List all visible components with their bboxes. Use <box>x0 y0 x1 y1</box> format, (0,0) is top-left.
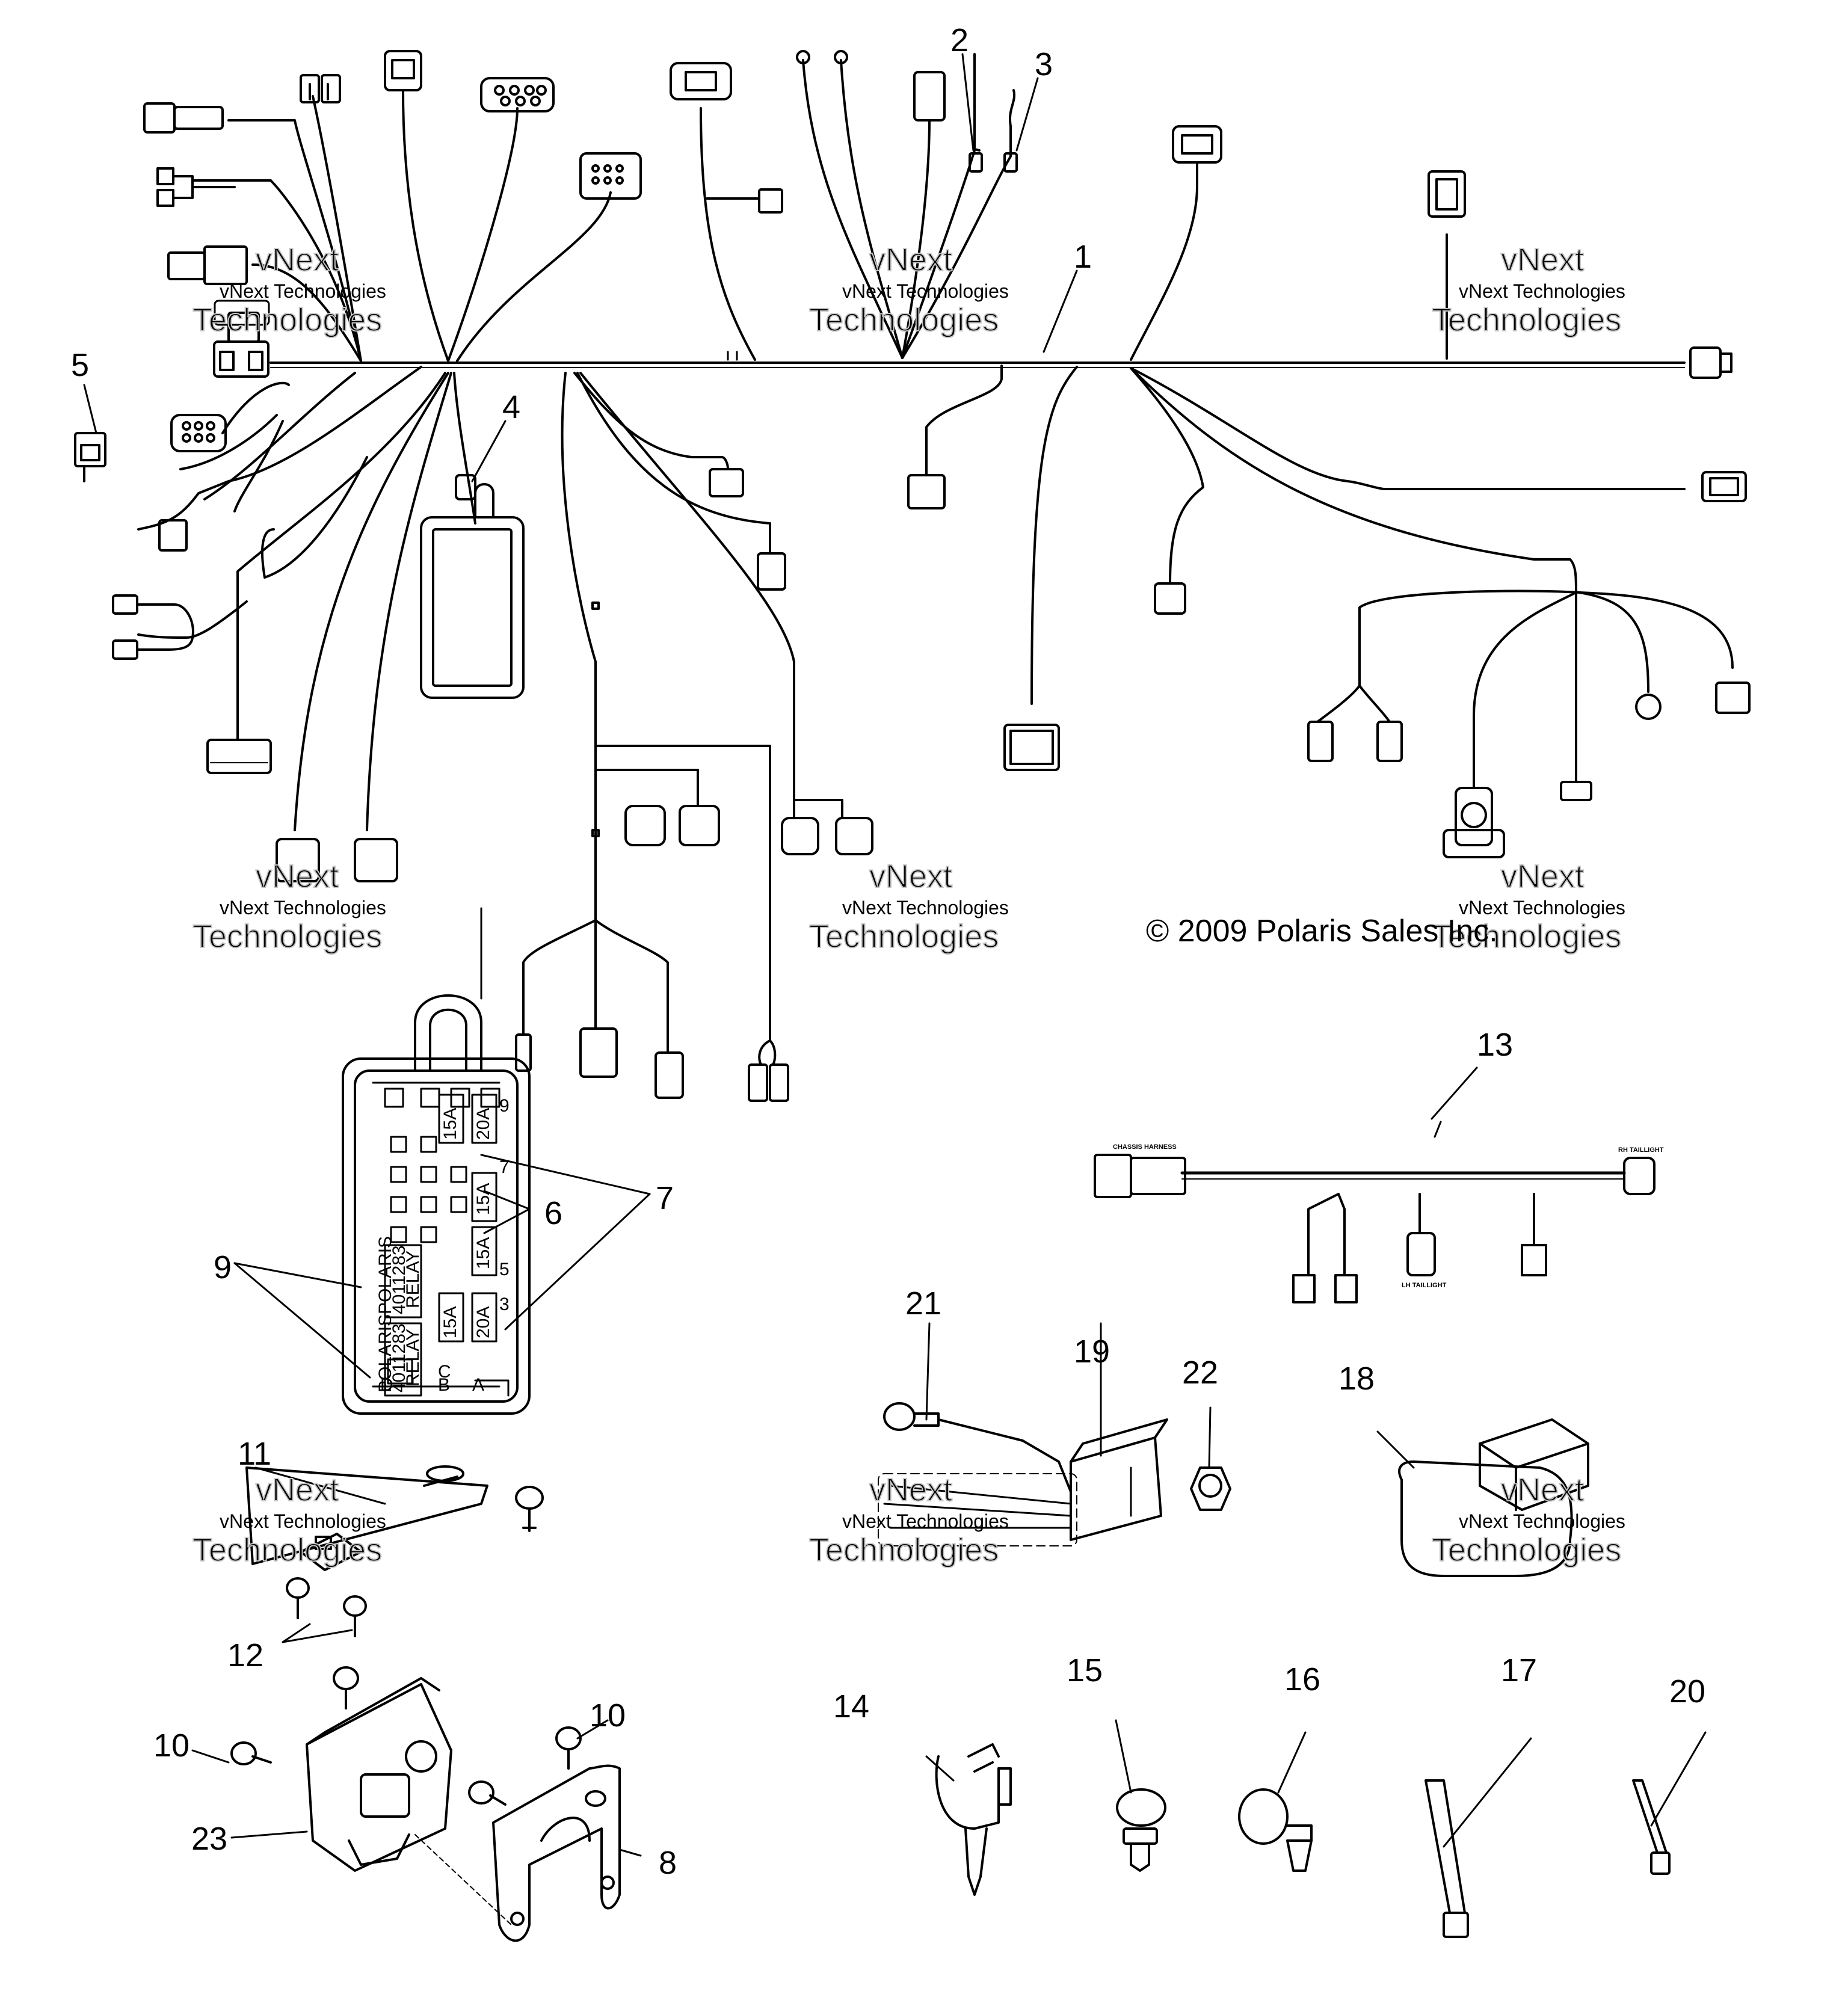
fuse-letter-c: C <box>438 1362 451 1382</box>
watermark-big-6b: Technologies <box>1432 919 1621 955</box>
main-harness <box>112 50 1751 1102</box>
watermark-big-1b: Technologies <box>192 302 382 338</box>
part-5-connector <box>74 432 106 482</box>
fuse-box-labels: 15A 20A 15A 15A 15A 20A POLARIS 4011283 … <box>375 1096 510 1395</box>
part-20-zip-tie <box>1632 1779 1671 1875</box>
rh-taillight-label: RH TAILLIGHT <box>1618 1146 1664 1154</box>
callout-18: 18 <box>1338 1361 1375 1397</box>
callout-22: 22 <box>1182 1355 1218 1391</box>
watermark-big-7b: Technologies <box>192 1532 382 1568</box>
relay-label-1b: 4011283 <box>389 1245 409 1314</box>
relay-label-2c: RELAY <box>403 1329 423 1386</box>
relay-label-2a: POLARIS <box>375 1314 395 1392</box>
part-23-housing <box>306 1677 512 1925</box>
watermark-big-3: vNext <box>1501 242 1584 278</box>
watermark-7: vNext Technologies <box>220 1510 386 1532</box>
callout-6: 6 <box>544 1195 562 1231</box>
relay-label-1a: POLARIS <box>375 1236 395 1314</box>
watermark-8: vNext Technologies <box>842 1510 1009 1532</box>
watermark-1: vNext Technologies <box>220 280 386 302</box>
callout-20: 20 <box>1669 1673 1705 1709</box>
fuse-label-15a-4: 15A <box>440 1306 460 1338</box>
watermark-6: vNext Technologies <box>1459 897 1625 919</box>
callout-12: 12 <box>227 1637 263 1673</box>
watermark-4: vNext Technologies <box>220 897 386 919</box>
watermark-big-9: vNext <box>1501 1472 1584 1508</box>
callout-16: 16 <box>1284 1661 1320 1697</box>
part-22-nut <box>1190 1466 1231 1511</box>
callout-15: 15 <box>1067 1652 1103 1688</box>
sub-harness-labels: CHASSIS HARNESS RH TAILLIGHT LH TAILLIGH… <box>1113 1143 1664 1289</box>
fuse-num-5: 5 <box>499 1260 510 1279</box>
relay-label-1c: RELAY <box>403 1251 423 1308</box>
part-13-sub-harness <box>1094 1154 1656 1303</box>
fuse-num-7: 7 <box>499 1157 510 1177</box>
fuse-letter-a: A <box>472 1375 484 1395</box>
fuse-letter-d: D <box>380 1375 393 1395</box>
callout-5: 5 <box>71 347 89 383</box>
part-19-21-module <box>878 1402 1168 1546</box>
watermark-big-4: vNext <box>256 858 339 894</box>
fuse-label-15a-1: 15A <box>440 1108 460 1140</box>
fuse-box <box>342 907 531 1415</box>
fuse-label-20a-2: 20A <box>473 1306 493 1338</box>
part-17-zip-tie <box>1424 1779 1469 1938</box>
callout-10-right: 10 <box>590 1697 626 1734</box>
chassis-harness-label: CHASSIS HARNESS <box>1113 1143 1177 1151</box>
callout-3: 3 <box>1035 46 1053 82</box>
fuse-label-15a-2: 15A <box>473 1183 493 1215</box>
part-10-screws <box>230 1666 582 1806</box>
part-16-clamp <box>1238 1788 1313 1872</box>
watermarks: vNext vNext Technologies Technologies vN… <box>192 241 1625 1569</box>
watermark-big-8b: Technologies <box>809 1532 999 1568</box>
callout-8: 8 <box>659 1845 677 1881</box>
watermark-big-5b: Technologies <box>809 919 999 955</box>
callout-numbers: 1 2 3 4 5 6 7 8 9 10 10 11 12 13 14 15 1… <box>71 22 1705 1881</box>
watermark-big-1: vNext <box>256 242 339 278</box>
copyright-text: © 2009 Polaris Sales Inc. <box>1146 914 1498 949</box>
callout-2: 2 <box>950 22 969 58</box>
fuse-letter-b: B <box>438 1375 450 1395</box>
watermark-big-3b: Technologies <box>1432 302 1621 338</box>
relay-label-2b: 4011283 <box>389 1323 409 1392</box>
callout-17: 17 <box>1501 1652 1537 1688</box>
watermark-big-2: vNext <box>869 242 952 278</box>
part-14-clip <box>935 1743 1012 1896</box>
callout-1: 1 <box>1074 239 1092 275</box>
watermark-big-5: vNext <box>869 858 952 894</box>
watermark-big-6: vNext <box>1501 858 1584 894</box>
part-8-bracket <box>492 1764 621 1942</box>
callout-19: 19 <box>1074 1334 1110 1370</box>
part-12-screws <box>286 1577 367 1637</box>
lh-taillight-label: LH TAILLIGHT <box>1402 1282 1447 1289</box>
fuse-label-20a-1: 20A <box>473 1108 493 1140</box>
watermark-9: vNext Technologies <box>1459 1510 1625 1532</box>
callout-14: 14 <box>833 1688 869 1725</box>
watermark-5: vNext Technologies <box>842 897 1009 919</box>
callout-4: 4 <box>502 389 520 425</box>
callout-11: 11 <box>238 1436 271 1472</box>
leader-lines <box>83 53 1707 1857</box>
part-15-clip <box>1116 1788 1166 1872</box>
callout-13: 13 <box>1477 1027 1513 1063</box>
callout-10-left: 10 <box>153 1728 189 1764</box>
callout-21: 21 <box>905 1285 941 1322</box>
watermark-big-9b: Technologies <box>1432 1532 1621 1568</box>
watermark-big-4b: Technologies <box>192 919 382 955</box>
watermark-big-7: vNext <box>256 1472 339 1508</box>
watermark-3: vNext Technologies <box>1459 280 1625 302</box>
callout-9: 9 <box>214 1249 232 1285</box>
watermark-2: vNext Technologies <box>842 280 1009 302</box>
watermark-big-8: vNext <box>869 1472 952 1508</box>
fuse-num-9: 9 <box>499 1096 510 1116</box>
callout-23: 23 <box>191 1821 227 1857</box>
part-18-foam <box>1398 1418 1589 1577</box>
fuse-label-15a-3: 15A <box>473 1237 493 1269</box>
callout-7: 7 <box>656 1180 674 1216</box>
part-11-bracket <box>245 1465 544 1571</box>
watermark-big-2b: Technologies <box>809 302 999 338</box>
fuse-num-3: 3 <box>499 1294 510 1314</box>
